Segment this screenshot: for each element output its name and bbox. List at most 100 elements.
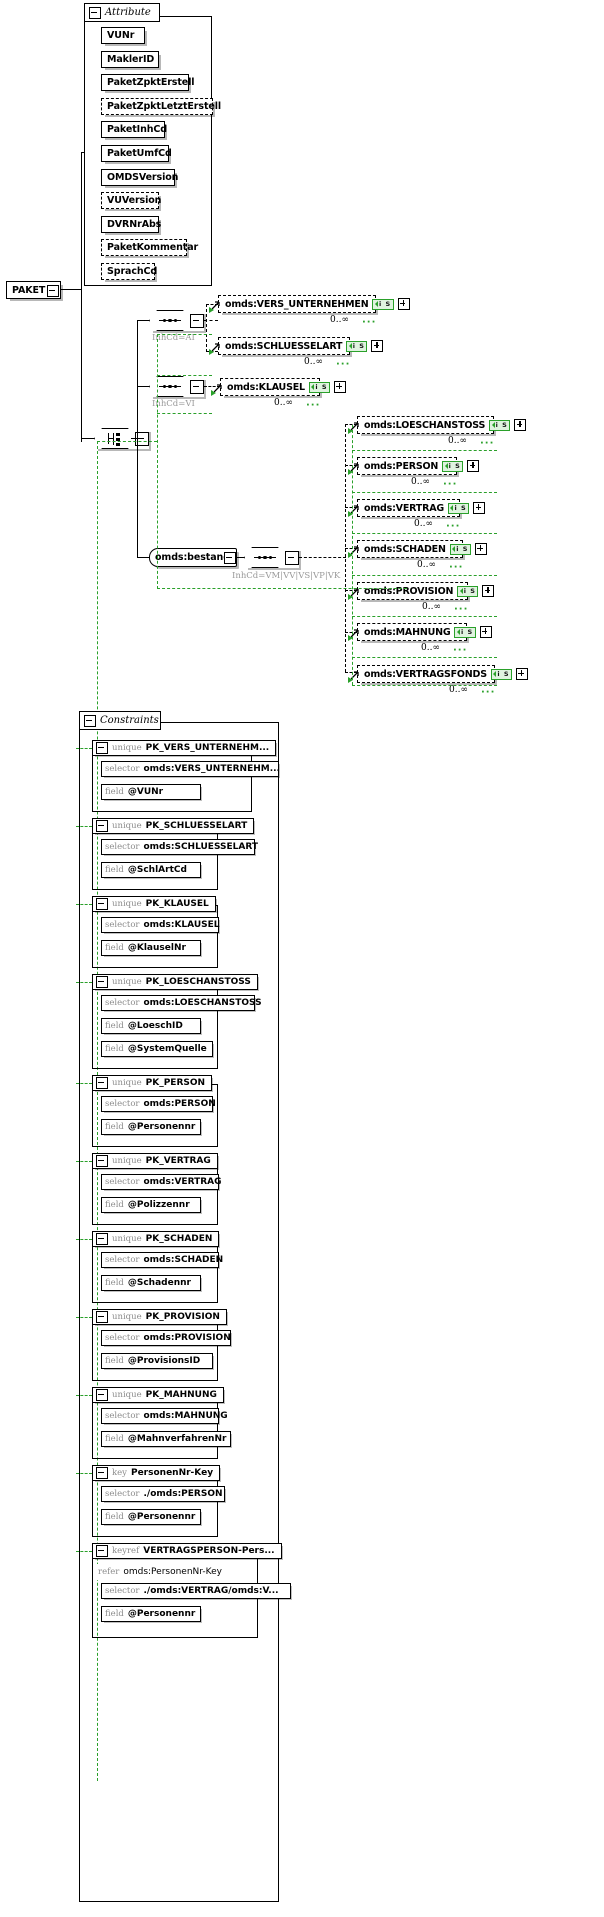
- collapse-icon[interactable]: [96, 1155, 108, 1167]
- constraint-field-row[interactable]: field@MahnverfahrenNr: [101, 1431, 231, 1447]
- attribute-sprachcd[interactable]: SprachCd: [101, 263, 157, 280]
- constraint-field-row[interactable]: field@Personennr: [101, 1606, 201, 1622]
- constraint-field-row[interactable]: field@LoeschID: [101, 1018, 201, 1034]
- choice-compositor[interactable]: [94, 428, 149, 449]
- expand-icon[interactable]: [397, 298, 410, 310]
- expand-icon[interactable]: [334, 381, 347, 393]
- constraint-field-row[interactable]: field@KlauselNr: [101, 940, 201, 956]
- choice-collapse-icon[interactable]: [135, 431, 149, 446]
- constraint-field-row[interactable]: field@Polizzennr: [101, 1197, 201, 1213]
- attribute-vunr[interactable]: VUNr: [101, 27, 145, 44]
- collapse-icon[interactable]: [96, 1311, 108, 1323]
- expand-icon[interactable]: [514, 419, 527, 431]
- constraint-field-row[interactable]: field@VUNr: [101, 784, 201, 800]
- attribute-maklerid[interactable]: MaklerID: [101, 50, 159, 68]
- collapse-icon[interactable]: [96, 820, 108, 832]
- sequence-compositor-vi[interactable]: [149, 376, 204, 397]
- attribute-vuversion[interactable]: VUVersion: [101, 192, 161, 210]
- constraint-field-row[interactable]: field@SchlArtCd: [101, 862, 201, 878]
- constraint-field-row[interactable]: field@ProvisionsID: [101, 1353, 213, 1369]
- sequence-collapse-icon-bestand[interactable]: [285, 550, 299, 565]
- constraint-selector-row[interactable]: selector./omds:VERTRAG/omds:V...: [101, 1583, 291, 1599]
- expand-icon[interactable]: [467, 460, 480, 472]
- constraint-field-row[interactable]: field@SystemQuelle: [101, 1041, 213, 1057]
- constraint-field-row[interactable]: field@Personennr: [101, 1119, 201, 1135]
- constraints-group-tab[interactable]: Constraints: [79, 711, 161, 730]
- expand-icon[interactable]: [371, 340, 384, 352]
- collapse-icon[interactable]: [96, 1467, 108, 1479]
- constraint-row-label: field: [105, 787, 124, 797]
- constraint-selector-row[interactable]: selector./omds:PERSON: [101, 1486, 225, 1502]
- ref-badge-icon: i S: [489, 419, 511, 431]
- constraint-row-label: field: [105, 1356, 124, 1366]
- sequence-collapse-icon-vi[interactable]: [190, 379, 204, 394]
- element-label: omds:SCHADEN: [364, 543, 446, 555]
- collapse-icon[interactable]: [96, 1077, 108, 1089]
- element-label: omds:VERTRAG: [364, 502, 444, 514]
- collapse-icon[interactable]: [96, 976, 108, 988]
- collapse-icon[interactable]: [89, 6, 101, 19]
- expand-icon[interactable]: [482, 585, 495, 597]
- collapse-icon[interactable]: [96, 1545, 108, 1557]
- collapse-icon[interactable]: [96, 742, 108, 754]
- bestand-collapse-icon[interactable]: [224, 552, 236, 564]
- attribute-paketumfcd[interactable]: PaketUmfCd: [101, 145, 172, 162]
- collapse-icon[interactable]: [96, 1233, 108, 1245]
- expand-icon[interactable]: [479, 626, 492, 638]
- bestand-seq-out: [299, 557, 346, 558]
- group-bestand[interactable]: omds:bestand: [149, 548, 237, 567]
- sequence-collapse-icon-ai[interactable]: [190, 313, 204, 328]
- attribute-paketkommentar[interactable]: PaketKommentar: [101, 239, 198, 257]
- attribute-group-tab[interactable]: Attribute: [84, 3, 160, 22]
- attribute-paketinhcd[interactable]: PaketInhCd: [101, 121, 167, 139]
- expand-icon[interactable]: [473, 502, 486, 514]
- sequence-compositor-ai[interactable]: [149, 310, 204, 331]
- collapse-icon[interactable]: [84, 714, 96, 727]
- expand-icon[interactable]: [474, 543, 487, 555]
- constraint-field-row[interactable]: field@Schadennr: [101, 1275, 201, 1291]
- green-r2: [352, 492, 497, 493]
- expand-icon[interactable]: [516, 668, 529, 680]
- attribute-dvrnrabs[interactable]: DVRNrAbs: [101, 215, 161, 233]
- attribute-label: PaketZpktErstell: [107, 77, 195, 89]
- constraints-group-frame: [79, 722, 279, 1902]
- attribute-paketzpktletzterstell[interactable]: PaketZpktLetztErstell: [101, 97, 221, 115]
- attribute-paketzpkterstell[interactable]: PaketZpktErstell: [101, 74, 195, 92]
- collapse-icon[interactable]: [96, 898, 108, 910]
- collapse-icon[interactable]: [96, 1389, 108, 1401]
- paket-collapse-icon[interactable]: [47, 285, 59, 297]
- sequence-compositor-bestand[interactable]: [244, 547, 299, 568]
- constraint-field-row[interactable]: field@Personennr: [101, 1509, 201, 1525]
- attribute-omdsversion[interactable]: OMDSVersion: [101, 168, 178, 186]
